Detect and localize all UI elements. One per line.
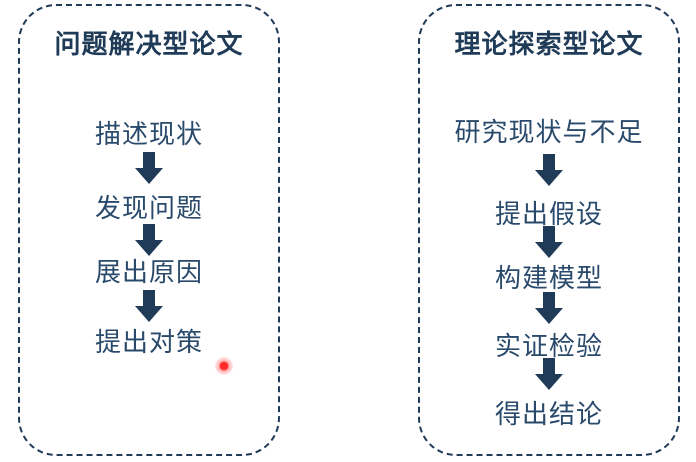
arrow-down-icon	[535, 292, 563, 324]
arrow-down-icon	[535, 226, 563, 258]
arrow-down-icon	[135, 152, 163, 184]
step-conclusion: 得出结论	[494, 400, 603, 430]
step-describe-status: 描述现状	[94, 120, 203, 150]
panel-title: 理论探索型论文	[454, 30, 644, 60]
step-find-problem: 发现问题	[94, 194, 203, 224]
problem-solving-panel: 问题解决型论文 描述现状 发现问题 展出原因 提出对策	[18, 4, 280, 456]
step-hypothesis: 提出假设	[494, 200, 603, 230]
arrow-down-icon	[535, 358, 563, 390]
step-cause: 展出原因	[94, 258, 203, 288]
cursor-dot-icon	[215, 357, 233, 375]
step-research-status: 研究现状与不足	[454, 118, 644, 148]
step-empirical-test: 实证检验	[494, 332, 603, 362]
panel-title: 问题解决型论文	[54, 30, 244, 60]
arrow-down-icon	[135, 290, 163, 322]
step-countermeasure: 提出对策	[94, 328, 203, 358]
theory-exploration-panel: 理论探索型论文 研究现状与不足 提出假设 构建模型 实证检验 得出结论	[418, 4, 680, 456]
arrow-down-icon	[535, 154, 563, 186]
step-build-model: 构建模型	[494, 264, 603, 294]
arrow-down-icon	[135, 224, 163, 256]
